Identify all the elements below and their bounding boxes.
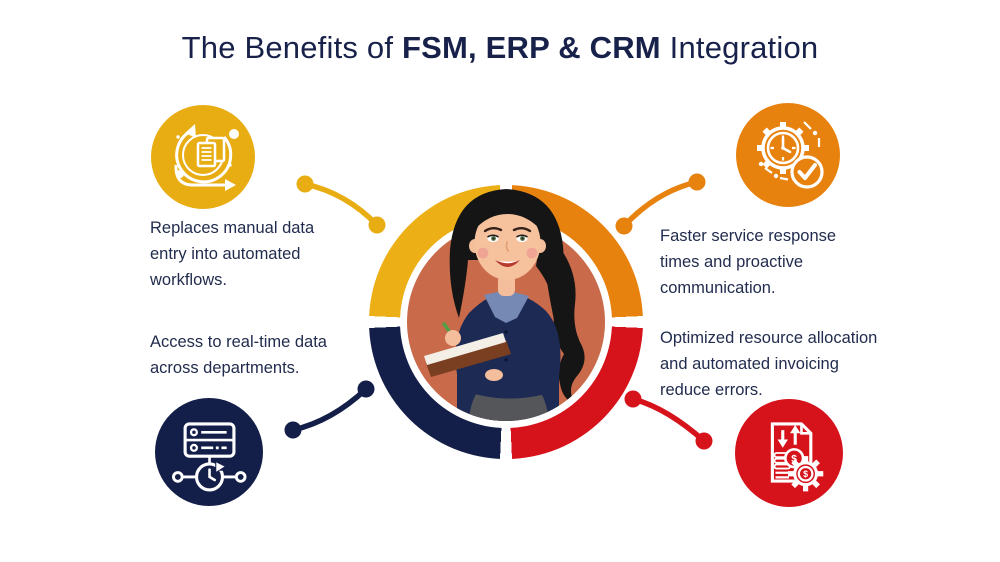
dollar-glyph: $ bbox=[803, 469, 808, 479]
title-suffix: Integration bbox=[660, 30, 819, 65]
document-automation-cycle-icon bbox=[151, 105, 255, 209]
woman-head bbox=[449, 189, 564, 320]
title-emphasis: FSM, ERP & CRM bbox=[401, 30, 661, 65]
page-title: The Benefits of FSM, ERP & CRM Integrati… bbox=[0, 30, 1000, 66]
benefit-text-bottom-left: Access to real-time data across departme… bbox=[150, 333, 327, 377]
title-prefix: The Benefits of bbox=[181, 30, 402, 65]
invoice-dollar-gear-icon: $ $ bbox=[735, 399, 843, 507]
benefit-text-top-left: Replaces manual data entry into automate… bbox=[150, 219, 315, 289]
benefit-bubble-bottom-left bbox=[155, 398, 263, 506]
benefit-bubble-bottom-right: $ $ bbox=[735, 399, 843, 507]
benefit-text-bottom-right: Optimized resource allocation and automa… bbox=[660, 329, 878, 399]
benefit-bubble-top-left bbox=[151, 105, 255, 209]
server-realtime-sync-icon bbox=[155, 398, 263, 506]
benefit-text-top-right: Faster service response times and proact… bbox=[660, 227, 837, 297]
woman-body bbox=[424, 228, 585, 421]
dollar-glyph: $ bbox=[791, 454, 797, 465]
gear-clock-checkmark-icon bbox=[736, 103, 840, 207]
businesswoman-illustration bbox=[407, 189, 605, 421]
benefit-bubble-top-right bbox=[736, 103, 840, 207]
